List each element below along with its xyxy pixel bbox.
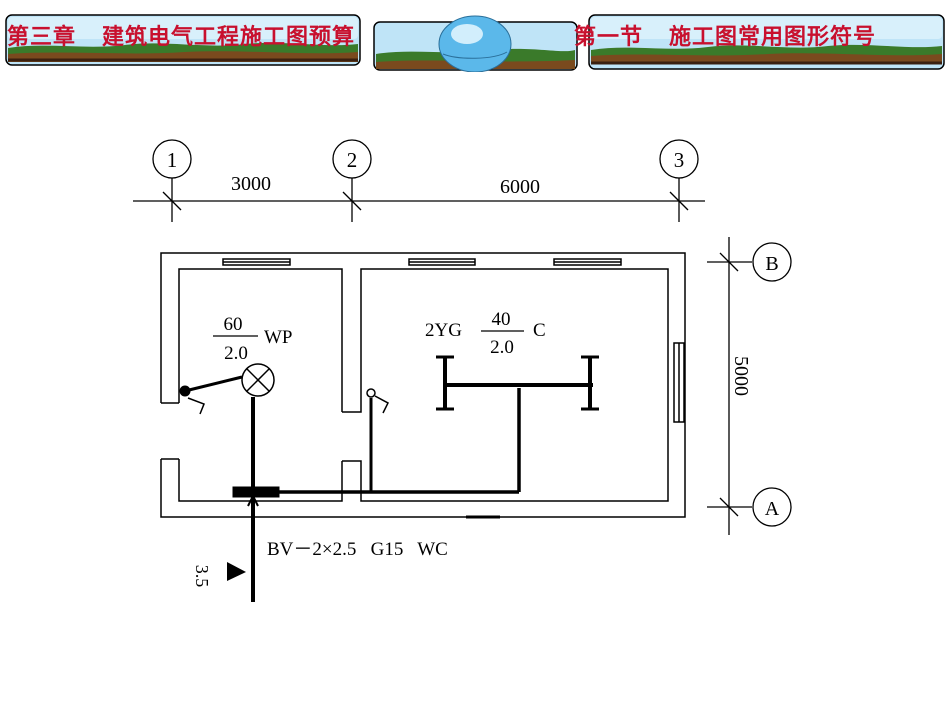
switch-right-lever (374, 395, 389, 414)
fluorescent-height: 2.0 (490, 337, 514, 358)
tick-b (719, 252, 739, 272)
wall-lamp-height: 2.0 (224, 343, 248, 364)
wiring (179, 355, 599, 602)
incoming-arrowhead (247, 493, 259, 507)
fluorescent-label: 2YG (425, 320, 462, 341)
wall-lamp-mount: WP (264, 327, 293, 348)
wall-lamp-wattage: 60 (224, 314, 243, 335)
axis-label-3: 3 (674, 148, 685, 172)
switch-left-wire (184, 375, 243, 393)
tick-1 (162, 191, 182, 211)
input-height-label: 3.5 (192, 565, 212, 588)
tick-3 (669, 191, 689, 211)
chapter-title: 第三章 建筑电气工程施工图预算 (7, 24, 355, 50)
tick-a (719, 497, 739, 517)
axis-bubble-1 (152, 139, 192, 179)
tick-2 (342, 191, 362, 211)
axis-label-1: 1 (167, 148, 178, 172)
axis-label-a: A (765, 498, 780, 520)
fluorescent-wattage: 40 (492, 309, 511, 330)
switch-left (179, 385, 191, 397)
lamp-cross-2 (246, 368, 270, 392)
distribution-box (232, 486, 280, 498)
cable-spec-label: BV－2×2.5 G15 WC (267, 539, 448, 560)
axis-bubble-3 (659, 139, 699, 179)
height-marker-triangle (227, 562, 246, 581)
left-room-inner-wall (178, 268, 343, 412)
header-globe-banner (373, 14, 578, 72)
axis-bubble-2 (332, 139, 372, 179)
header-banner-left (5, 14, 361, 66)
axis-bubble-a (752, 487, 792, 527)
axis-label-2: 2 (347, 148, 358, 172)
dimension-6000: 6000 (500, 176, 540, 198)
header-banner-right (588, 14, 945, 70)
axis-grid (133, 139, 792, 535)
right-room-inner-wall (342, 268, 669, 502)
axis-bubble-b (752, 242, 792, 282)
walls (160, 252, 686, 519)
fluorescent-mount: C (533, 320, 546, 341)
dimension-3000: 3000 (231, 173, 271, 195)
axis-label-b: B (765, 253, 778, 275)
left-room-inner-wall-bottom (178, 459, 343, 502)
switch-left-lever (187, 397, 205, 415)
switch-right (366, 388, 376, 398)
dimension-5000: 5000 (730, 356, 752, 396)
section-title: 第一节 施工图常用图形符号 (574, 24, 876, 50)
outer-wall (160, 252, 686, 518)
